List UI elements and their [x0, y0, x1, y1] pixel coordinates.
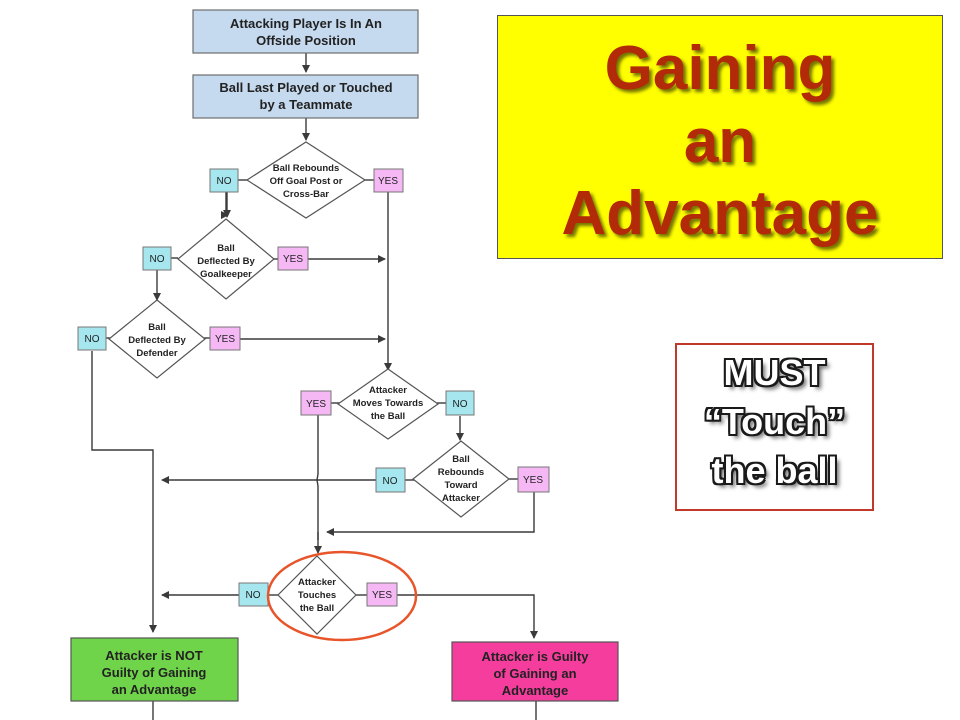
yes-label-text: YES: [372, 590, 392, 601]
no-label-text: NO: [85, 334, 100, 345]
result-guilty-line2: of Gaining an: [493, 666, 576, 681]
decision-touches-ball-line1: Attacker: [298, 577, 336, 588]
yes-label-text: YES: [523, 475, 543, 486]
decision-touches-ball-line3: the Ball: [300, 603, 334, 614]
teammate-step: Ball Last Played or Touched by a Teammat…: [192, 74, 419, 119]
no-label-text: NO: [217, 176, 232, 187]
decision-goalkeeper: Ball Deflected By Goalkeeper: [177, 218, 275, 300]
decision-goal-post-line3: Cross-Bar: [283, 189, 329, 200]
yes-label-text: YES: [215, 334, 235, 345]
callout-line-2: “Touch”: [703, 401, 846, 442]
decision-touches-ball: Attacker Touches the Ball: [277, 555, 357, 635]
decision-goal-post-line1: Ball Rebounds: [273, 163, 340, 174]
callout-line-3: the ball: [711, 450, 838, 491]
result-not-guilty-line3: an Advantage: [112, 682, 197, 697]
yes-label-text: YES: [306, 399, 326, 410]
start-step-line2: Offside Position: [256, 33, 356, 48]
decision-goal-post: Ball Rebounds Off Goal Post or Cross-Bar: [245, 141, 367, 219]
no-label-text: NO: [453, 399, 468, 410]
highlight-circle: [266, 550, 418, 642]
decision-goalkeeper-line1: Ball: [217, 243, 234, 254]
decision-rebounds-toward-line2: Rebounds: [438, 467, 484, 478]
decision-moves-towards: Attacker Moves Towards the Ball: [336, 368, 440, 440]
decision-goal-post-line2: Off Goal Post or: [270, 176, 343, 187]
title-box: Gaining an Advantage: [497, 15, 943, 259]
no-label: NO: [142, 246, 172, 271]
teammate-step-line2: by a Teammate: [260, 97, 353, 112]
yes-label: YES: [373, 168, 404, 193]
yes-label: YES: [366, 582, 398, 607]
decision-moves-towards-line2: Moves Towards: [353, 398, 424, 409]
yes-label-text: YES: [283, 254, 303, 265]
callout-line-1: MUST: [723, 352, 826, 393]
no-label: NO: [77, 326, 107, 351]
decision-touches-ball-line2: Touches: [298, 590, 336, 601]
no-label: NO: [375, 467, 406, 493]
start-step: Attacking Player Is In An Offside Positi…: [192, 9, 419, 54]
result-guilty-line3: Advantage: [502, 683, 568, 698]
yes-label: YES: [300, 390, 332, 416]
decision-rebounds-toward-line4: Attacker: [442, 493, 480, 504]
decision-rebounds-toward-line3: Toward: [444, 480, 477, 491]
title-line-1: Gaining: [604, 34, 836, 103]
result-guilty-line1: Attacker is Guilty: [482, 649, 590, 664]
flow-connectors: [91, 53, 538, 720]
decision-rebounds-toward-line1: Ball: [452, 454, 469, 465]
no-label-text: NO: [246, 590, 261, 601]
no-label: NO: [238, 582, 269, 607]
result-not-guilty-line2: Guilty of Gaining: [102, 665, 207, 680]
decision-defender-line2: Deflected By: [128, 335, 186, 346]
decision-defender: Ball Deflected By Defender: [108, 299, 206, 379]
decision-rebounds-toward: Ball Rebounds Toward Attacker: [412, 440, 510, 518]
decision-moves-towards-line1: Attacker: [369, 385, 407, 396]
no-label-text: NO: [383, 476, 398, 487]
result-not-guilty: Attacker is NOT Guilty of Gaining an Adv…: [70, 637, 239, 702]
title-line-3: Advantage: [561, 179, 879, 248]
teammate-step-line1: Ball Last Played or Touched: [219, 80, 392, 95]
no-label: NO: [209, 168, 239, 193]
no-label-text: NO: [150, 254, 165, 265]
decision-goalkeeper-line3: Goalkeeper: [200, 269, 252, 280]
decision-moves-towards-line3: the Ball: [371, 411, 405, 422]
result-guilty: Attacker is Guilty of Gaining an Advanta…: [451, 641, 619, 702]
decision-defender-line1: Ball: [148, 322, 165, 333]
must-touch-callout: MUST “Touch” the ball: [675, 343, 874, 511]
yes-label: YES: [517, 466, 550, 493]
yes-label-text: YES: [378, 176, 398, 187]
yes-label: YES: [209, 326, 241, 351]
result-not-guilty-line1: Attacker is NOT: [105, 648, 203, 663]
decision-goalkeeper-line2: Deflected By: [197, 256, 255, 267]
yes-label: YES: [277, 246, 309, 271]
decision-defender-line3: Defender: [136, 348, 177, 359]
start-step-line1: Attacking Player Is In An: [230, 16, 382, 31]
title-line-2: an: [683, 107, 757, 176]
no-label: NO: [445, 390, 475, 416]
